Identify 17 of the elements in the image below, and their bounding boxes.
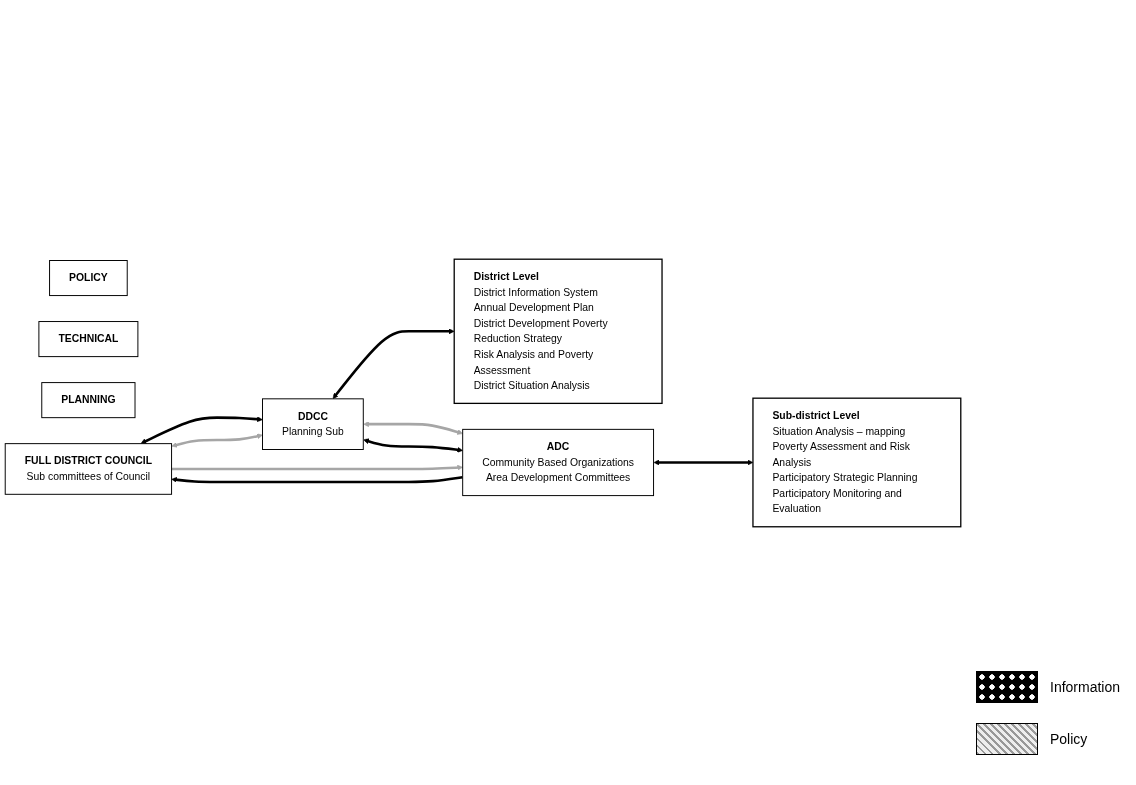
node-box: DDCC Planning Sub bbox=[262, 397, 364, 450]
node-box: POLICY bbox=[49, 259, 128, 296]
arrow bbox=[171, 432, 263, 448]
node-box: TECHNICAL bbox=[38, 320, 139, 357]
node-box: Sub-district Level Situation Analysis – mapping Poverty Assessment and Risk Analysis Participatory Strategic Planning Participatory Monitoring and Evaluation bbox=[752, 397, 962, 527]
arrow bbox=[171, 464, 463, 470]
node-box: ADC Community Based Organizations Area Development Committees bbox=[462, 428, 655, 496]
arrow bbox=[140, 415, 263, 444]
node-box: FULL DISTRICT COUNCIL Sub committees of Council bbox=[4, 442, 173, 495]
legend-label: Information bbox=[1050, 679, 1121, 695]
arrow bbox=[363, 420, 463, 435]
legend-label: Policy bbox=[1050, 731, 1088, 747]
node-box: District Level District Information System Annual Development Plan District Development Poverty Reduction Strategy Risk Analysis and Poverty Assessment District Situation Analysis bbox=[453, 258, 663, 404]
arrow bbox=[332, 327, 455, 399]
arrow bbox=[171, 475, 463, 483]
node-box: PLANNING bbox=[41, 381, 136, 418]
arrow bbox=[363, 437, 463, 453]
